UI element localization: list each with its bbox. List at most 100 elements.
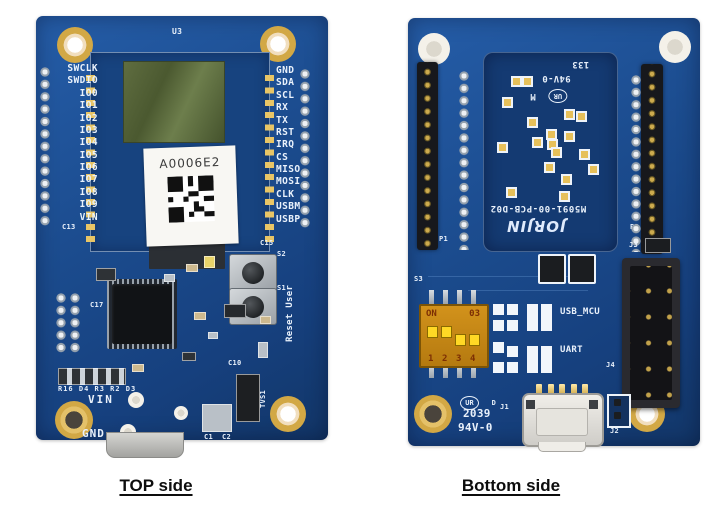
ref-s3: S3 xyxy=(414,275,424,283)
pin-label: VIN xyxy=(79,211,98,223)
rf-shield-can xyxy=(123,61,225,143)
dip-slider-3[interactable] xyxy=(455,334,466,346)
pin-label: IO6 xyxy=(79,162,98,173)
ul-mark: UR M xyxy=(530,89,568,109)
smd-part xyxy=(204,256,215,268)
ref-c10: C10 xyxy=(228,359,242,367)
edge-pads-left xyxy=(38,66,53,228)
caption-top-side: TOP side xyxy=(119,476,193,495)
dip-on-label: ON xyxy=(426,309,437,319)
dip-pin xyxy=(443,364,448,378)
dip-slider-4[interactable] xyxy=(469,334,480,346)
test-pad xyxy=(174,406,188,420)
jumper-pad xyxy=(541,304,552,331)
ref-c2: C2 xyxy=(222,433,232,441)
pcb-bottom-side: P1 P2 133 94V-0 UR M xyxy=(408,18,700,452)
jumper-pad xyxy=(493,362,504,373)
pin-label: IO2 xyxy=(79,112,98,124)
uart-label: UART xyxy=(560,345,583,355)
usb-mcu-label: USB_MCU xyxy=(560,307,601,317)
gnd-label: GND xyxy=(82,427,105,440)
mounting-hole xyxy=(270,396,306,432)
dip-pin xyxy=(443,290,448,304)
pin-label: USBP xyxy=(276,213,301,225)
pad xyxy=(502,97,513,108)
rf-module: A0006E2 xyxy=(86,52,274,269)
test-pad xyxy=(128,392,144,408)
dip-pin xyxy=(457,290,462,304)
smd-part xyxy=(96,268,116,281)
mounting-hole xyxy=(659,31,691,63)
pin-label: TX xyxy=(276,114,289,126)
trace xyxy=(428,276,578,277)
mounting-hole xyxy=(57,27,93,63)
ref-c13: C13 xyxy=(62,223,76,231)
pin-label: IRQ xyxy=(276,139,295,151)
pad xyxy=(561,174,572,185)
ref-j1: J1 xyxy=(500,403,510,411)
smd-part xyxy=(202,404,232,432)
pad xyxy=(511,76,522,87)
transistor xyxy=(538,254,566,284)
pin-label: CLK xyxy=(276,188,295,200)
dip-slider-2[interactable] xyxy=(441,326,452,338)
dip-slider-1[interactable] xyxy=(427,326,438,338)
caption-bottom-side: Bottom side xyxy=(461,476,561,495)
jumper-pad xyxy=(541,346,552,373)
pad-column-right xyxy=(629,74,644,252)
smd-part xyxy=(645,238,671,253)
ref-c1: C1 xyxy=(204,433,214,441)
date-code: 2039 xyxy=(463,407,491,420)
pin-label: USBM xyxy=(276,201,301,213)
pin-header-p2 xyxy=(641,64,663,254)
ref-j3: J3 xyxy=(629,241,639,249)
module-lot-code: 133 xyxy=(572,59,590,69)
dip-number: 2 xyxy=(442,354,448,364)
ul-logo: UR xyxy=(548,89,568,103)
sticker-code: A0006E2 xyxy=(159,154,221,172)
transistor xyxy=(568,254,596,284)
pad xyxy=(579,149,590,160)
pin-label: GND xyxy=(276,65,295,76)
mounting-hole xyxy=(418,33,450,65)
pad xyxy=(551,147,562,158)
pin-label: RST xyxy=(276,126,295,138)
pad xyxy=(497,142,508,153)
rating-bottom: 94V-0 xyxy=(458,421,493,434)
dip-number: 4 xyxy=(470,354,476,364)
pin-label: IO7 xyxy=(79,174,98,186)
smd-part xyxy=(224,304,246,318)
trace xyxy=(468,290,588,291)
micro-usb-connector-j1 xyxy=(522,384,604,452)
smd-part xyxy=(194,312,206,320)
dip-switch-s3[interactable]: ON 03 1 2 3 4 xyxy=(419,304,489,368)
pad xyxy=(564,109,575,120)
dip-pin xyxy=(457,364,462,378)
pin-label: IO8 xyxy=(79,186,98,198)
ref-tvs1: TVS1 xyxy=(259,389,267,408)
ref-c15: C15 xyxy=(260,239,274,247)
pcb-id: M5091-00-PCB-D02 xyxy=(490,203,587,213)
pin-label: IO5 xyxy=(79,149,98,161)
pin-label: IO1 xyxy=(79,100,98,112)
smd-part xyxy=(258,342,268,358)
pad xyxy=(544,162,555,173)
header-j2 xyxy=(607,394,631,428)
pin-label: SDA xyxy=(276,77,295,89)
smd-part xyxy=(132,364,144,372)
pin-label: CS xyxy=(276,151,289,163)
pad xyxy=(564,131,575,142)
pad-grid xyxy=(54,292,82,354)
pad xyxy=(532,137,543,148)
pad xyxy=(527,117,538,128)
jumper-pad xyxy=(507,304,518,315)
pin-header-p1 xyxy=(417,62,438,250)
pcb-top-side: U3 A0006E2 SWCLK SWDIO IO0 IO1 IO2 xyxy=(36,16,328,458)
user-button xyxy=(229,254,277,291)
usb-mount xyxy=(589,400,598,409)
smd-part xyxy=(182,352,196,361)
ref-j2: J2 xyxy=(610,427,620,435)
ul-suffix: D xyxy=(491,399,497,407)
ref-j4: J4 xyxy=(606,361,616,369)
pin-label: IO0 xyxy=(79,87,98,99)
